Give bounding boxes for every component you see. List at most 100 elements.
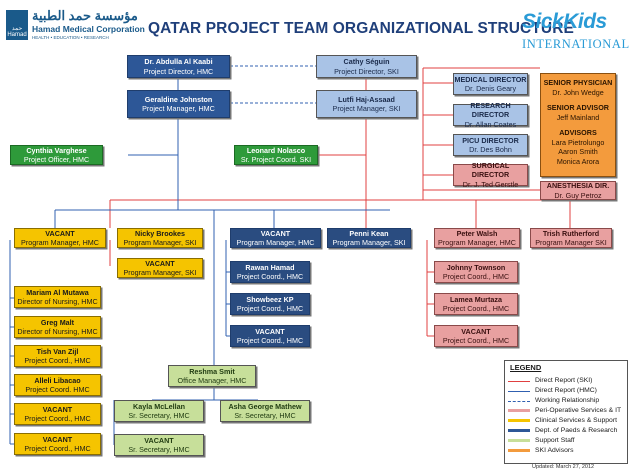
box-surgical-director: SURGICAL DIRECTOR Dr. J. Ted Gerstle bbox=[453, 160, 528, 189]
box-name: VACANT bbox=[255, 326, 285, 336]
legend-item: Working Relationship bbox=[508, 396, 626, 406]
legend-item: Clinical Services & Support bbox=[508, 416, 626, 426]
senior-physician-name: Dr. John Wedge bbox=[552, 87, 604, 97]
box-vacant-project-coord-1: VACANT Project Coord., HMC bbox=[14, 403, 101, 425]
legend: LEGEND Direct Report (SKI) Direct Report… bbox=[504, 360, 628, 464]
box-role: Project Coord., HMC bbox=[236, 304, 304, 313]
legend-item: Direct Report (SKI) bbox=[508, 376, 626, 386]
hmc-mark-icon: حمد Hamad bbox=[6, 10, 28, 40]
legend-swatch bbox=[508, 409, 530, 412]
box-role: Program Manager, HMC bbox=[236, 238, 315, 247]
box-role: Dr. Allan Coates bbox=[464, 119, 517, 129]
box-role: Project Officer, HMC bbox=[23, 155, 90, 164]
legend-label: Peri-Operative Services & IT bbox=[535, 407, 622, 414]
legend-label: Direct Report (SKI) bbox=[535, 377, 593, 384]
box-asha-george-mathew: Asha George Mathew Sr. Secretary, HMC bbox=[220, 400, 310, 422]
box-role: Project Manager, SKI bbox=[332, 104, 401, 113]
box-role: Project Coord., HMC bbox=[236, 336, 304, 345]
advisor-name: Aaron Smith bbox=[558, 147, 598, 156]
box-name: Reshma Smit bbox=[189, 366, 235, 376]
box-nicky-brookes: Nicky Brookes Program Manager, SKI bbox=[117, 228, 203, 248]
hmc-mark-text: حمد Hamad bbox=[7, 26, 27, 38]
box-name: VACANT bbox=[461, 326, 491, 336]
box-showbeez-kp: Showbeez KP Project Coord., HMC bbox=[230, 293, 310, 315]
box-role: Director of Nursing, HMC bbox=[17, 297, 98, 306]
box-vacant-project-coord-paeds: VACANT Project Coord., HMC bbox=[230, 325, 310, 347]
box-cathy-seguin: Cathy Séguin Project Director, SKI bbox=[316, 55, 417, 78]
hmc-tagline: HEALTH • EDUCATION • RESEARCH bbox=[32, 35, 109, 40]
box-role: Dr. Denis Geary bbox=[464, 84, 517, 93]
box-role: Dr. Guy Petroz bbox=[554, 190, 602, 200]
box-name: PICU DIRECTOR bbox=[462, 135, 519, 145]
box-vacant-program-manager-hmc: VACANT Program Manager, HMC bbox=[14, 228, 106, 248]
box-kayla-mclellan: Kayla McLellan Sr. Secretary, HMC bbox=[114, 400, 204, 422]
box-mariam-al-mutawa: Mariam Al Mutawa Director of Nursing, HM… bbox=[14, 286, 101, 308]
box-vacant-program-manager-paeds: VACANT Program Manager, HMC bbox=[230, 228, 321, 248]
legend-swatch bbox=[508, 449, 530, 452]
box-medical-director: MEDICAL DIRECTOR Dr. Denis Geary bbox=[453, 73, 528, 95]
box-name: Geraldine Johnston bbox=[144, 94, 213, 104]
box-name: Alleli Libacao bbox=[34, 375, 81, 385]
box-role: Project Director, SKI bbox=[334, 66, 399, 76]
box-abdulla-al-kaabi: Dr. Abdulla Al Kaabi Project Director, H… bbox=[127, 55, 230, 78]
box-name: SURGICAL DIRECTOR bbox=[471, 160, 510, 180]
box-name: Greg Malt bbox=[40, 317, 75, 327]
box-name: Johnny Townson bbox=[446, 262, 506, 272]
box-vacant-project-coord-2: VACANT Project Coord., HMC bbox=[14, 433, 101, 455]
box-geraldine-johnston: Geraldine Johnston Project Manager, HMC bbox=[127, 90, 230, 118]
box-role: Project Coord. HMC bbox=[25, 385, 90, 394]
box-lutfi-haj-assaad: Lutfi Haj-Assaad Project Manager, SKI bbox=[316, 90, 417, 118]
box-role: Program Manager, HMC bbox=[438, 238, 516, 247]
legend-swatch bbox=[508, 391, 530, 392]
box-leonard-nolasco: Leonard Nolasco Sr. Project Coord. SKI bbox=[234, 145, 318, 165]
legend-label: SKI Advisors bbox=[535, 447, 574, 454]
advisors-title: ADVISORS bbox=[559, 128, 597, 137]
box-role: Sr. Secretary, HMC bbox=[128, 445, 190, 454]
senior-advisor-name: Jeff Mainland bbox=[556, 112, 600, 122]
legend-label: Dept. of Paeds & Research bbox=[535, 427, 618, 434]
box-role: Project Manager, HMC bbox=[142, 104, 215, 113]
legend-title: LEGEND bbox=[510, 363, 542, 372]
box-role: Project Coord., HMC bbox=[442, 304, 510, 313]
box-role: Program Manager, SKI bbox=[123, 238, 197, 247]
box-role: Sr. Secretary, HMC bbox=[234, 411, 296, 420]
legend-swatch bbox=[508, 439, 530, 442]
box-name: Penni Kean bbox=[349, 228, 389, 238]
box-johnny-townson: Johnny Townson Project Coord., HMC bbox=[434, 261, 518, 283]
box-vacant-sr-secretary: VACANT Sr. Secretary, HMC bbox=[114, 434, 204, 456]
box-name: Lamea Murtaza bbox=[450, 294, 502, 304]
box-name: Trish Rutherford bbox=[542, 228, 600, 238]
box-role: Program Manager SKI bbox=[535, 238, 607, 247]
box-name: Peter Walsh bbox=[456, 228, 498, 238]
box-research-director: RESEARCH DIRECTOR Dr. Allan Coates bbox=[453, 100, 528, 129]
box-role: Project Coord., HMC bbox=[442, 336, 510, 345]
legend-item: Direct Report (HMC) bbox=[508, 386, 626, 396]
legend-label: Support Staff bbox=[535, 437, 575, 444]
box-name: VACANT bbox=[42, 404, 73, 414]
hmc-english-name: Hamad Medical Corporation bbox=[32, 24, 145, 34]
advisor-name: Lara Pietrolungo bbox=[551, 137, 605, 147]
legend-label: Direct Report (HMC) bbox=[535, 387, 597, 394]
legend-swatch bbox=[508, 401, 530, 402]
sickkids-logo: SickKids INTERNATIONAL bbox=[522, 10, 632, 54]
box-name: VACANT bbox=[260, 228, 291, 238]
box-name: Nicky Brookes bbox=[135, 228, 185, 238]
box-role: Dr. J. Ted Gerstle bbox=[462, 179, 519, 189]
box-role: Project Coord., HMC bbox=[24, 414, 91, 423]
box-name: RESEARCH DIRECTOR bbox=[470, 100, 511, 120]
box-name: Rawan Hamad bbox=[245, 262, 295, 272]
senior-advisor-title: SENIOR ADVISOR bbox=[546, 103, 610, 112]
hmc-arabic-name: مؤسسة حمد الطبية bbox=[32, 8, 138, 23]
box-trish-rutherford: Trish Rutherford Program Manager SKI bbox=[530, 228, 612, 248]
box-penni-kean: Penni Kean Program Manager, SKI bbox=[327, 228, 411, 248]
box-name: VACANT bbox=[42, 434, 73, 444]
box-name: VACANT bbox=[45, 228, 75, 238]
legend-label: Working Relationship bbox=[535, 397, 600, 404]
box-role: Project Coord., HMC bbox=[24, 444, 91, 453]
box-role: Sr. Secretary, HMC bbox=[128, 411, 190, 420]
sickkids-name: SickKids bbox=[522, 10, 607, 33]
box-reshma-smit: Reshma Smit Office Manager, HMC bbox=[168, 365, 256, 387]
box-alleli-libacao: Alleli Libacao Project Coord. HMC bbox=[14, 374, 101, 396]
box-picu-director: PICU DIRECTOR Dr. Des Bohn bbox=[453, 134, 528, 156]
